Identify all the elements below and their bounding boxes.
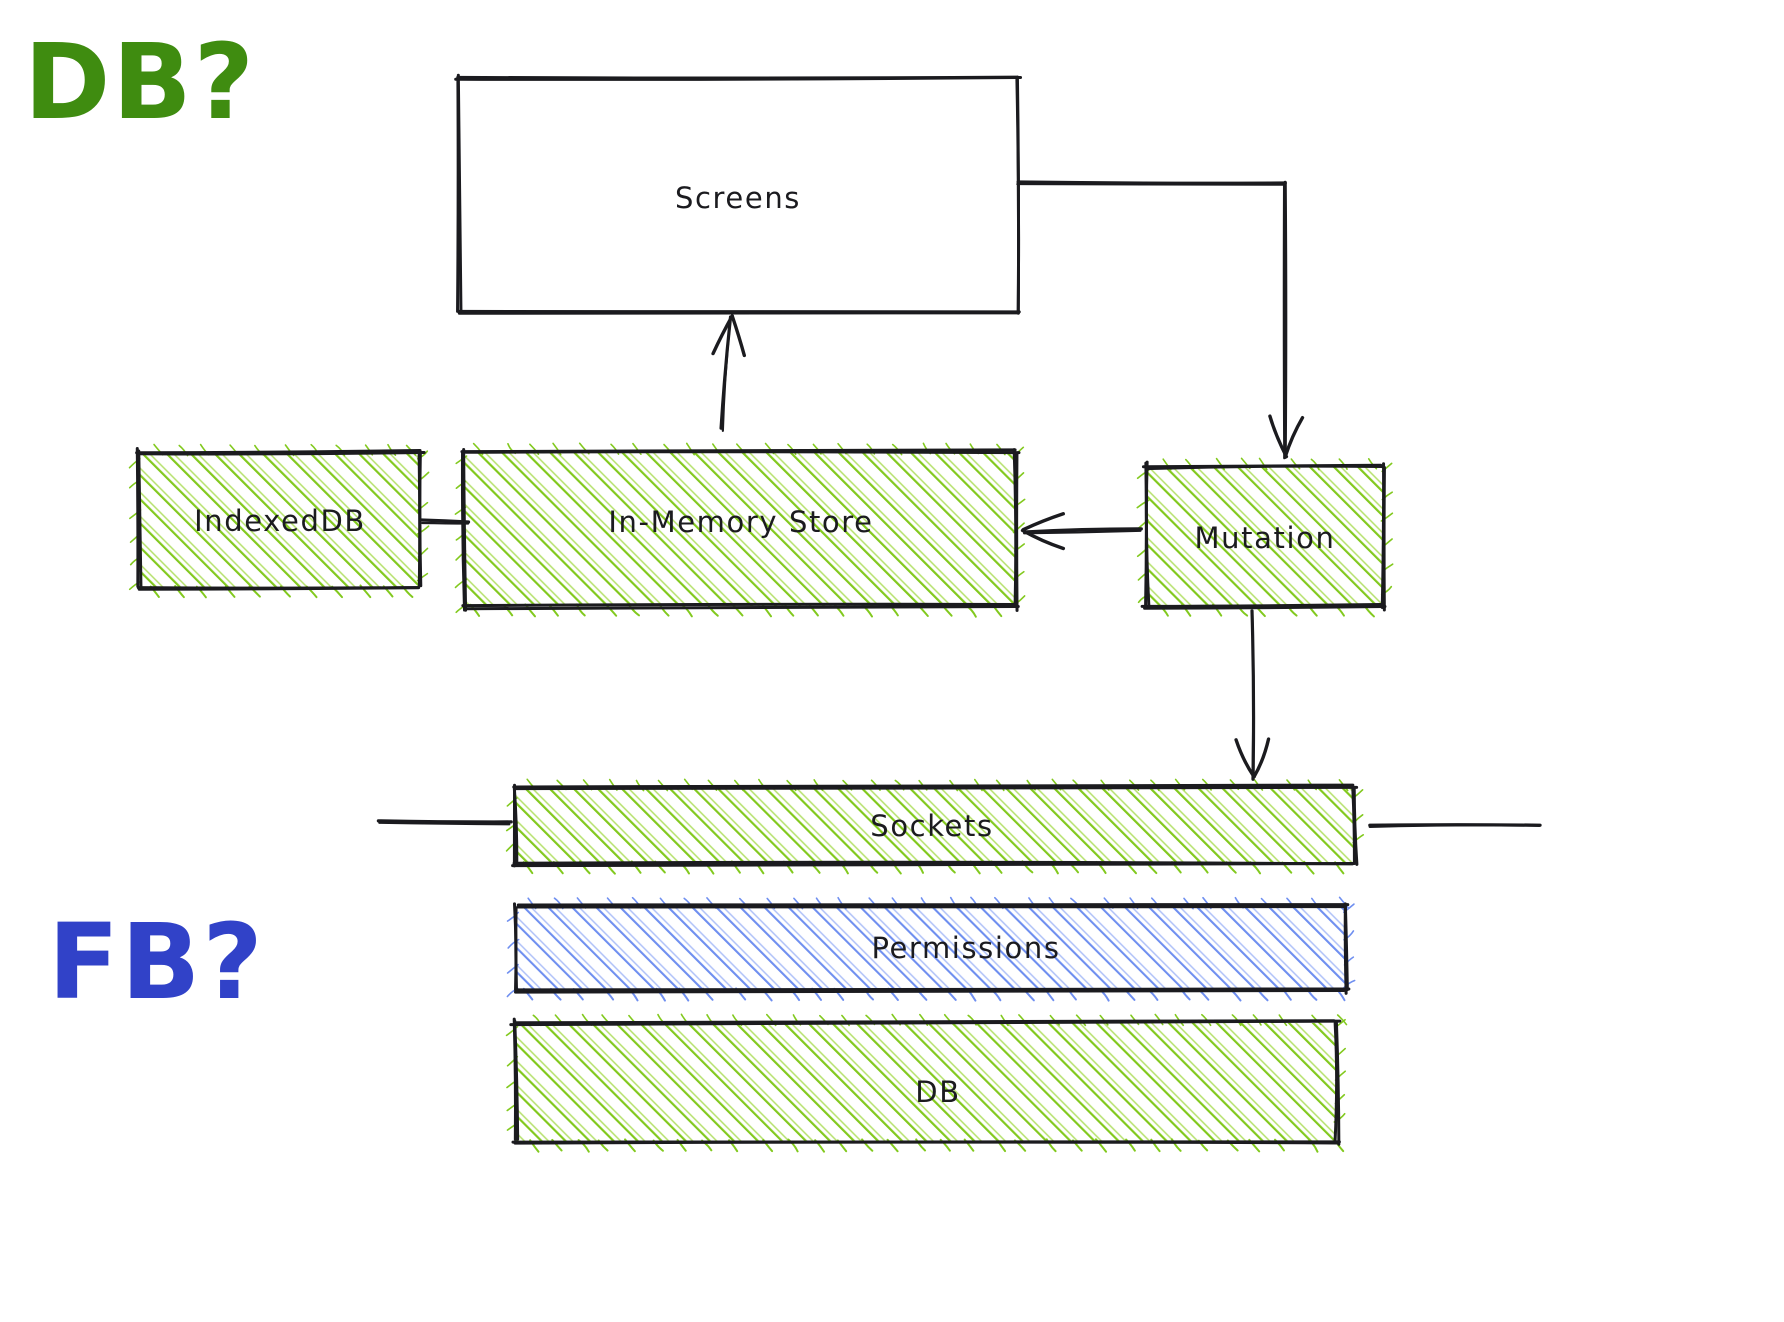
annotation-fb-question: FB? [48,901,265,1023]
annotation-db-question: DB? [24,21,256,143]
